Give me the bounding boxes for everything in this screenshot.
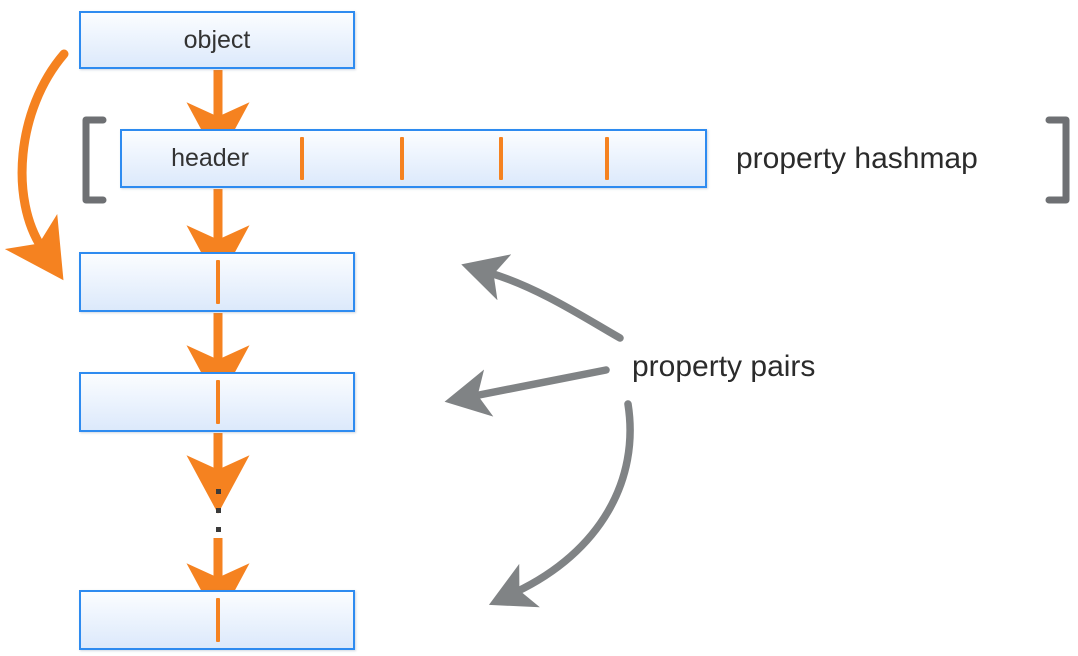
object-to-pair-curve-arrow bbox=[4, 49, 69, 281]
right-bracket-icon bbox=[1045, 116, 1070, 204]
property-pairs-label: property pairs bbox=[632, 350, 816, 383]
ellipsis-dot-3 bbox=[216, 527, 221, 532]
property-pairs-arrow-middle bbox=[444, 366, 610, 417]
ellipsis-dot-1 bbox=[216, 489, 221, 494]
object-box-label: object bbox=[183, 26, 251, 54]
header-cell-label: header bbox=[171, 144, 249, 172]
property-pair-divider-2 bbox=[216, 380, 220, 424]
property-pairs-arrow-upper bbox=[461, 254, 624, 342]
property-pair-divider-1 bbox=[216, 260, 220, 304]
property-pairs-arrow-lower bbox=[488, 400, 634, 608]
ellipsis-dot-2 bbox=[216, 508, 221, 513]
hashmap-divider-1 bbox=[300, 137, 304, 180]
property-pair-divider-last bbox=[216, 598, 220, 642]
hashmap-divider-3 bbox=[499, 137, 503, 180]
property-hashmap-label: property hashmap bbox=[736, 142, 978, 175]
hashmap-divider-4 bbox=[605, 137, 609, 180]
hashmap-divider-2 bbox=[400, 137, 404, 180]
left-bracket-icon bbox=[82, 116, 107, 204]
bracket-group bbox=[82, 116, 1070, 204]
object-box[interactable] bbox=[79, 11, 355, 69]
